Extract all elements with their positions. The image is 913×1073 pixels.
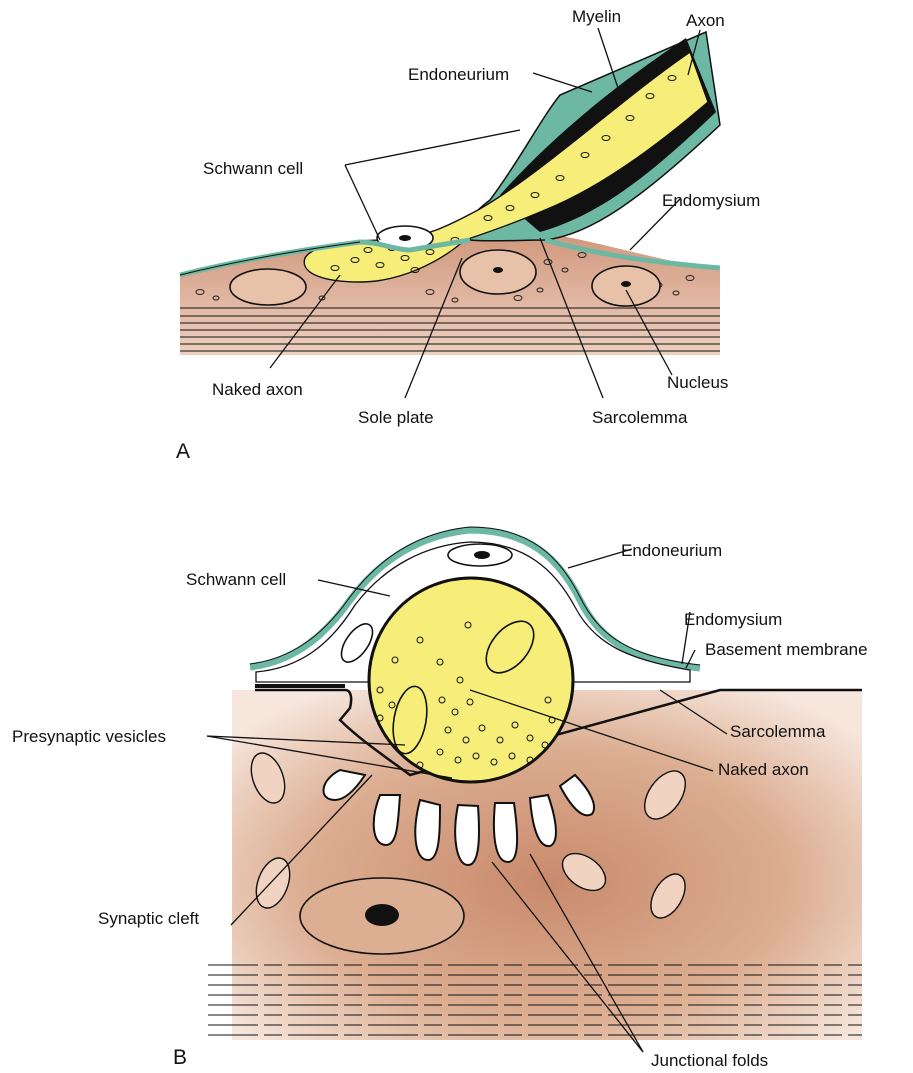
panel-b-drawing — [208, 527, 862, 1040]
label-nucleus-a: Nucleus — [667, 373, 728, 392]
muscle-nucleus-a1 — [230, 269, 306, 305]
label-schwann-cell-a: Schwann cell — [203, 159, 303, 178]
label-presynaptic-vesicles-b: Presynaptic vesicles — [12, 727, 166, 746]
label-naked-axon-a: Naked axon — [212, 380, 303, 399]
label-naked-axon-b: Naked axon — [718, 760, 809, 779]
label-endomysium-a: Endomysium — [662, 191, 760, 210]
label-endoneurium-b: Endoneurium — [621, 541, 722, 560]
label-synaptic-cleft-b: Synaptic cleft — [98, 909, 199, 928]
label-endoneurium-a: Endoneurium — [408, 65, 509, 84]
label-sarcolemma-a: Sarcolemma — [592, 408, 688, 427]
label-schwann-cell-b: Schwann cell — [186, 570, 286, 589]
label-axon-a: Axon — [686, 11, 725, 30]
label-basement-membrane-b: Basement membrane — [705, 640, 868, 659]
label-junctional-folds-b: Junctional folds — [651, 1051, 768, 1070]
label-sarcolemma-b: Sarcolemma — [730, 722, 826, 741]
label-sole-plate-a: Sole plate — [358, 408, 434, 427]
label-myelin-a: Myelin — [572, 7, 621, 26]
panel-letter-b: B — [173, 1046, 187, 1069]
panel-letter-a: A — [176, 440, 190, 463]
label-endomysium-b: Endomysium — [684, 610, 782, 629]
